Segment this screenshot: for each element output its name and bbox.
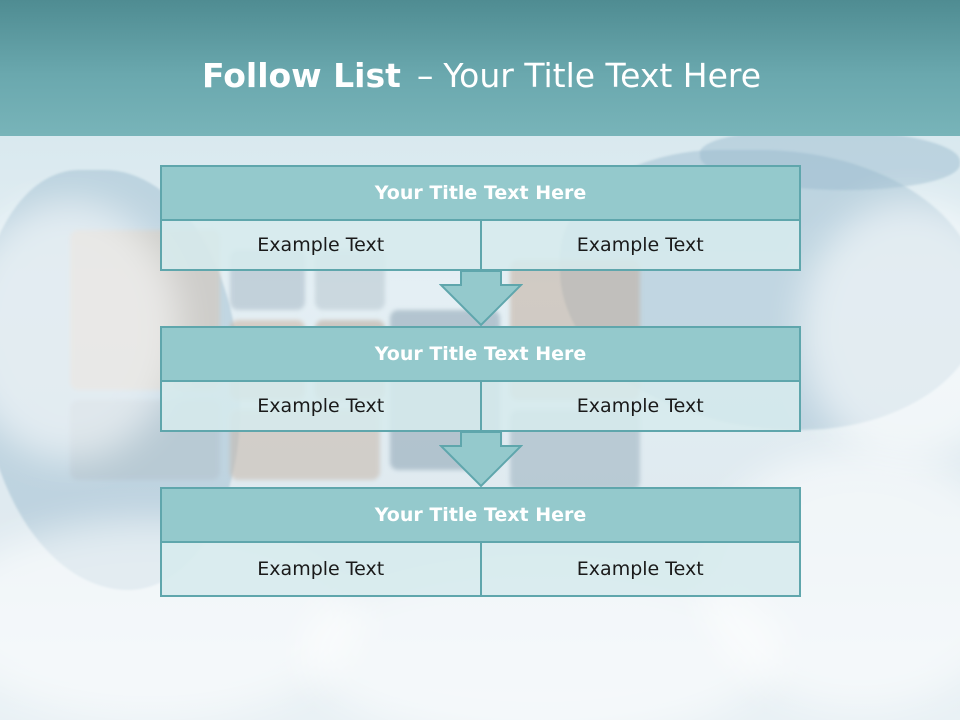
block-title: Your Title Text Here <box>160 326 801 382</box>
cell-right: Example Text <box>479 382 801 432</box>
down-arrow-icon <box>439 432 523 488</box>
block-row: Example Text Example Text <box>160 382 801 432</box>
down-arrow-icon <box>439 271 523 327</box>
follow-block-2: Your Title Text Here Example Text Exampl… <box>160 326 801 432</box>
block-row: Example Text Example Text <box>160 221 801 271</box>
title-dash: – <box>416 56 434 95</box>
title-rest: Your Title Text Here <box>443 56 762 95</box>
header-bar: Follow List–Your Title Text Here <box>0 0 960 136</box>
follow-block-1: Your Title Text Here Example Text Exampl… <box>160 165 801 271</box>
block-title: Your Title Text Here <box>160 487 801 543</box>
cell-left: Example Text <box>160 543 482 597</box>
follow-block-3: Your Title Text Here Example Text Exampl… <box>160 487 801 597</box>
block-row: Example Text Example Text <box>160 543 801 597</box>
slide-title: Follow List–Your Title Text Here <box>202 54 761 98</box>
block-title: Your Title Text Here <box>160 165 801 221</box>
cell-right: Example Text <box>479 543 801 597</box>
cell-left: Example Text <box>160 221 482 271</box>
cell-left: Example Text <box>160 382 482 432</box>
title-strong: Follow List <box>202 56 401 95</box>
cell-right: Example Text <box>479 221 801 271</box>
